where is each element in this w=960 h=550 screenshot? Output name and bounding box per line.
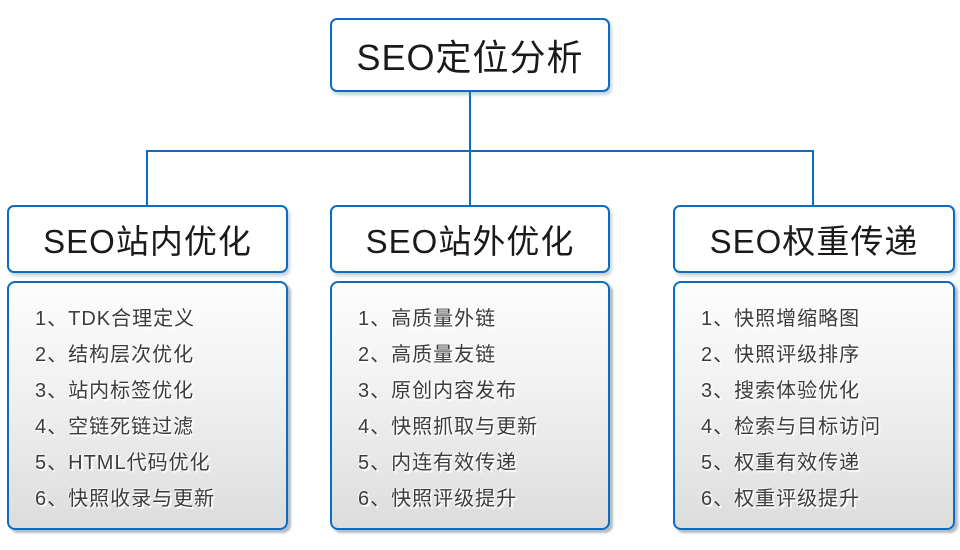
- list-item: 3、站内标签优化: [35, 380, 195, 402]
- list-item: 5、权重有效传递: [701, 452, 861, 474]
- branch-weight-transfer: SEO权重传递 1、快照增缩略图 2、快照评级排序 3、搜索体验优化 4、检索与…: [673, 0, 955, 550]
- list-item: 3、原创内容发布: [358, 380, 518, 402]
- list-item: 5、HTML代码优化: [35, 452, 211, 474]
- branch-title: SEO权重传递: [709, 223, 919, 260]
- list-item: 4、检索与目标访问: [701, 416, 882, 438]
- root-node-title: SEO定位分析: [356, 37, 584, 78]
- list-item: 2、快照评级排序: [701, 344, 861, 366]
- list-item: 1、高质量外链: [358, 308, 497, 330]
- connector-left-drop: [146, 150, 148, 205]
- branch-item-list: 1、高质量外链 2、高质量友链 3、原创内容发布 4、快照抓取与更新 5、内连有…: [330, 281, 610, 530]
- list-item: 6、快照评级提升: [358, 488, 518, 510]
- list-item: 2、结构层次优化: [35, 344, 195, 366]
- list-item: 2、高质量友链: [358, 344, 497, 366]
- branch-onsite-optimization: SEO站内优化 1、TDK合理定义 2、结构层次优化 3、站内标签优化 4、空链…: [7, 0, 288, 550]
- branch-item-list: 1、快照增缩略图 2、快照评级排序 3、搜索体验优化 4、检索与目标访问 5、权…: [673, 281, 955, 530]
- root-node-seo-positioning: SEO定位分析: [330, 18, 610, 92]
- list-item: 6、权重评级提升: [701, 488, 861, 510]
- list-item: 1、TDK合理定义: [35, 308, 196, 330]
- connector-middle-drop: [469, 150, 471, 205]
- connector-root-drop: [469, 92, 471, 150]
- branch-title: SEO站内优化: [43, 223, 252, 260]
- list-item: 6、快照收录与更新: [35, 488, 216, 510]
- list-item: 4、空链死链过滤: [35, 416, 195, 438]
- branch-title: SEO站外优化: [365, 223, 575, 260]
- connector-horizontal-rail: [146, 150, 814, 152]
- list-item: 4、快照抓取与更新: [358, 416, 539, 438]
- branch-item-list: 1、TDK合理定义 2、结构层次优化 3、站内标签优化 4、空链死链过滤 5、H…: [7, 281, 288, 530]
- list-item: 3、搜索体验优化: [701, 380, 861, 402]
- branch-offsite-optimization: SEO站外优化 1、高质量外链 2、高质量友链 3、原创内容发布 4、快照抓取与…: [330, 0, 610, 550]
- branch-header-box: SEO站外优化: [330, 205, 610, 273]
- connector-right-drop: [812, 150, 814, 205]
- list-item: 5、内连有效传递: [358, 452, 518, 474]
- branch-header-box: SEO权重传递: [673, 205, 955, 273]
- list-item: 1、快照增缩略图: [701, 308, 861, 330]
- branch-header-box: SEO站内优化: [7, 205, 288, 273]
